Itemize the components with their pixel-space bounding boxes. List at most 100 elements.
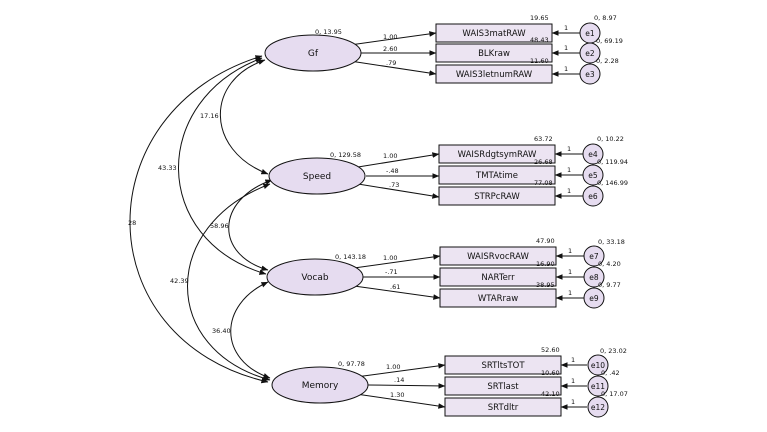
loading-value: 2.60 <box>383 45 397 53</box>
covariance-values: 17.16 43.33 28 58.96 42.39 36.40 <box>128 112 231 335</box>
loading-value: .14 <box>394 376 404 384</box>
observed-indicators: WAIS3matRAW 19.65 BLKraw 48.43 WAIS3letn… <box>435 14 562 417</box>
indicator-intercept: 47.90 <box>536 237 555 245</box>
indicator-label: SRTdltr <box>488 403 519 413</box>
indicator-intercept: 38.95 <box>536 281 555 289</box>
indicator-intercept: 42.10 <box>541 390 560 398</box>
indicator-intercept: 10.60 <box>541 369 560 377</box>
error-term <box>579 42 601 64</box>
error-paths <box>551 30 587 410</box>
error-path-label: 1 <box>571 356 575 364</box>
loading-path-gf-wais3letnumraw <box>349 60 437 76</box>
error-path-label: 1 <box>571 398 575 406</box>
error-term-label: e6 <box>588 192 598 201</box>
error-variance: 0, 23.02 <box>600 347 627 355</box>
error-path-label: 1 <box>564 44 568 52</box>
covariance-arc-speed-memory <box>187 183 271 381</box>
covariance-arc-gf-speed <box>220 59 269 175</box>
error-path-label: 1 <box>568 247 572 255</box>
error-term-label: e8 <box>589 273 599 282</box>
covariance-arc-gf-vocab <box>178 57 267 275</box>
error-variance: 0, 33.18 <box>598 238 625 246</box>
loading-value: .79 <box>386 59 396 67</box>
covariance-value-gf-vocab: 43.33 <box>158 164 177 172</box>
error-term <box>583 245 605 267</box>
covariance-arcs <box>129 55 273 384</box>
error-term-label: e7 <box>589 252 599 261</box>
indicator-label: WTARraw <box>478 294 518 304</box>
error-term-label: e9 <box>589 294 599 303</box>
covariance-value-speed-memory: 42.39 <box>170 277 189 285</box>
error-term-label: e2 <box>585 49 595 58</box>
error-path-label: 1 <box>564 24 568 32</box>
error-path-label: 1 <box>567 166 571 174</box>
factor-vocab <box>266 258 364 296</box>
loading-path-memory-srtltstot <box>355 363 446 378</box>
loading-value: -.71 <box>385 268 398 276</box>
indicator-label: SRTltsTOT <box>481 361 525 371</box>
loading-value: -.48 <box>386 167 399 175</box>
factor-label-memory: Memory <box>302 381 339 391</box>
error-variance: 0, 17.07 <box>601 390 628 398</box>
loading-values: 1.00 2.60 .79 1.00 -.48 .73 1.00 -.71 .6… <box>383 33 404 399</box>
indicator-intercept: 19.65 <box>530 14 549 22</box>
indicator-intercept: 16.90 <box>536 260 555 268</box>
error-path-label: 1 <box>568 289 572 297</box>
error-path-label: 1 <box>564 65 568 73</box>
indicator-label: BLKraw <box>478 49 510 59</box>
error-term <box>587 375 609 397</box>
error-term <box>587 396 609 418</box>
loading-path-speed-strpcraw <box>357 183 440 199</box>
error-variance: 0, .42 <box>601 369 620 377</box>
error-variance: 0, 10.22 <box>597 135 624 143</box>
factor-variance-vocab: 0, 143.18 <box>335 253 366 261</box>
error-term-label: e10 <box>591 361 605 370</box>
indicator-intercept: 77.08 <box>534 179 553 187</box>
indicator-intercept: 11.60 <box>530 57 549 65</box>
factor-label-vocab: Vocab <box>301 273 328 283</box>
error-path-labels: 1 1 1 1 1 1 1 1 1 1 1 1 <box>564 24 575 406</box>
error-variance: 0, 146.99 <box>597 179 628 187</box>
loading-path-speed-waisrdgtsymraw <box>357 152 440 168</box>
loading-value: 1.30 <box>390 391 404 399</box>
error-variance: 0, 9.77 <box>598 281 621 289</box>
factor-variance-speed: 0, 129.58 <box>330 151 361 159</box>
covariance-value-vocab-memory: 36.40 <box>212 327 231 335</box>
error-term-label: e1 <box>585 29 595 38</box>
indicator-label: WAIS3matRAW <box>462 29 526 39</box>
covariance-value-gf-speed: 17.16 <box>200 112 219 120</box>
loading-path-memory-srtdltr <box>355 393 446 409</box>
error-term <box>583 266 605 288</box>
factor-gf <box>264 34 362 72</box>
error-term-label: e5 <box>588 171 598 180</box>
error-term <box>583 287 605 309</box>
covariance-arc-gf-memory <box>129 55 269 384</box>
error-variance: 0, 4.20 <box>598 260 621 268</box>
covariance-value-gf-memory: 28 <box>128 219 136 227</box>
indicator-label: WAISRdgtsymRAW <box>458 150 537 160</box>
indicator-label: WAISRvocRAW <box>467 252 529 262</box>
loading-path-vocab-waisrvocraw <box>353 254 441 269</box>
loading-value: .73 <box>389 181 399 189</box>
indicator-label: WAIS3letnumRAW <box>456 70 533 80</box>
error-term <box>579 63 601 85</box>
indicator-intercept: 26.68 <box>534 158 553 166</box>
factor-variance-memory: 0, 97.78 <box>338 360 365 368</box>
loading-path-vocab-wtarraw <box>353 285 441 300</box>
indicator-label: SRTlast <box>487 382 519 392</box>
factor-label-gf: Gf <box>308 49 319 59</box>
error-term <box>582 164 604 186</box>
error-term <box>587 354 609 376</box>
error-variance: 0, 8.97 <box>594 14 617 22</box>
indicator-label: STRPcRAW <box>474 192 520 202</box>
error-path-label: 1 <box>567 145 571 153</box>
error-term-label: e11 <box>591 382 605 391</box>
error-variance: 0, 2.28 <box>596 57 619 65</box>
indicator-label: NARTerr <box>481 273 515 283</box>
factor-variance-gf: 0, 13.95 <box>315 28 342 36</box>
loading-paths <box>349 31 446 409</box>
error-term-label: e3 <box>585 70 595 79</box>
indicator-intercept: 52.60 <box>541 346 560 354</box>
loading-value: .61 <box>390 283 400 291</box>
